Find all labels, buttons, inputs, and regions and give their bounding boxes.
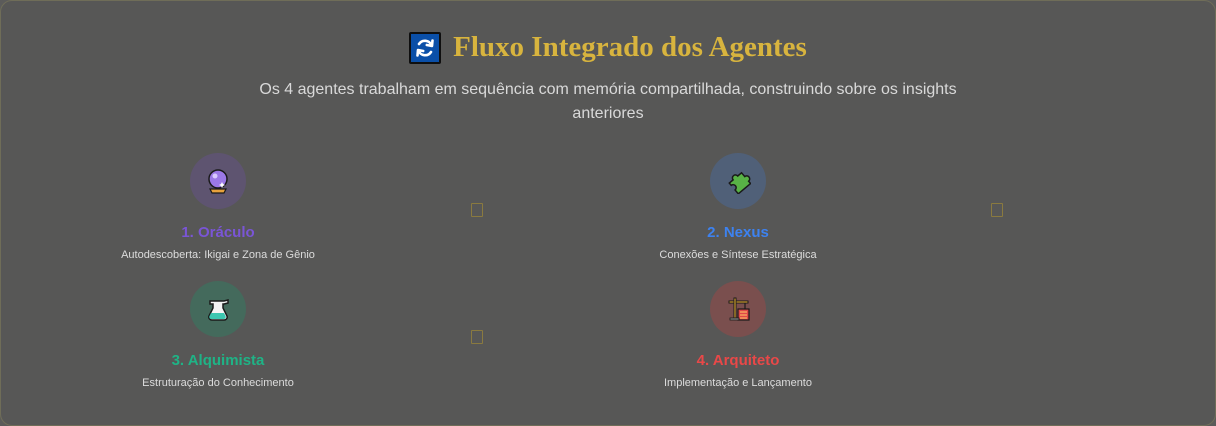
agent-card-alquimista: 3. Alquimista Estruturação do Conhecimen… [68,281,368,389]
page-subtitle: Os 4 agentes trabalham em sequência com … [259,80,957,122]
agent-card-oraculo: 1. Oráculo Autodescoberta: Ikigai e Zona… [68,153,368,261]
arrow-icon [991,203,1003,217]
agent-name: 3. Alquimista [171,352,265,369]
arrow-icon [471,330,483,344]
agent-name: 4. Arquiteto [696,352,780,369]
page-title: Fluxo Integrado dos Agentes [453,31,807,63]
arrow-icon [471,203,483,217]
agent-icon-circle [190,153,246,209]
agent-card-nexus: 2. Nexus Conexões e Síntese Estratégica [588,153,888,261]
agent-description: Autodescoberta: Ikigai e Zona de Gênio [121,249,315,261]
agent-icon-circle [710,153,766,209]
agent-description: Estruturação do Conhecimento [142,377,294,389]
header: Fluxo Integrado dos Agentes Os 4 agentes… [0,31,1216,126]
crystal-ball-icon [208,169,228,194]
puzzle-piece-icon [728,171,751,194]
agent-description: Conexões e Síntese Estratégica [659,249,817,261]
construction-crane-icon [728,297,750,321]
agent-icon-circle [190,281,246,337]
cycle-arrows-icon [409,31,442,64]
agent-name: 1. Oráculo [181,224,255,241]
alchemy-flask-icon [208,299,229,321]
agent-icon-circle [710,281,766,337]
title-row: Fluxo Integrado dos Agentes [409,31,807,64]
agent-description: Implementação e Lançamento [664,377,812,389]
agent-name: 2. Nexus [707,224,769,241]
agent-card-arquiteto: 4. Arquiteto Implementação e Lançamento [588,281,888,389]
